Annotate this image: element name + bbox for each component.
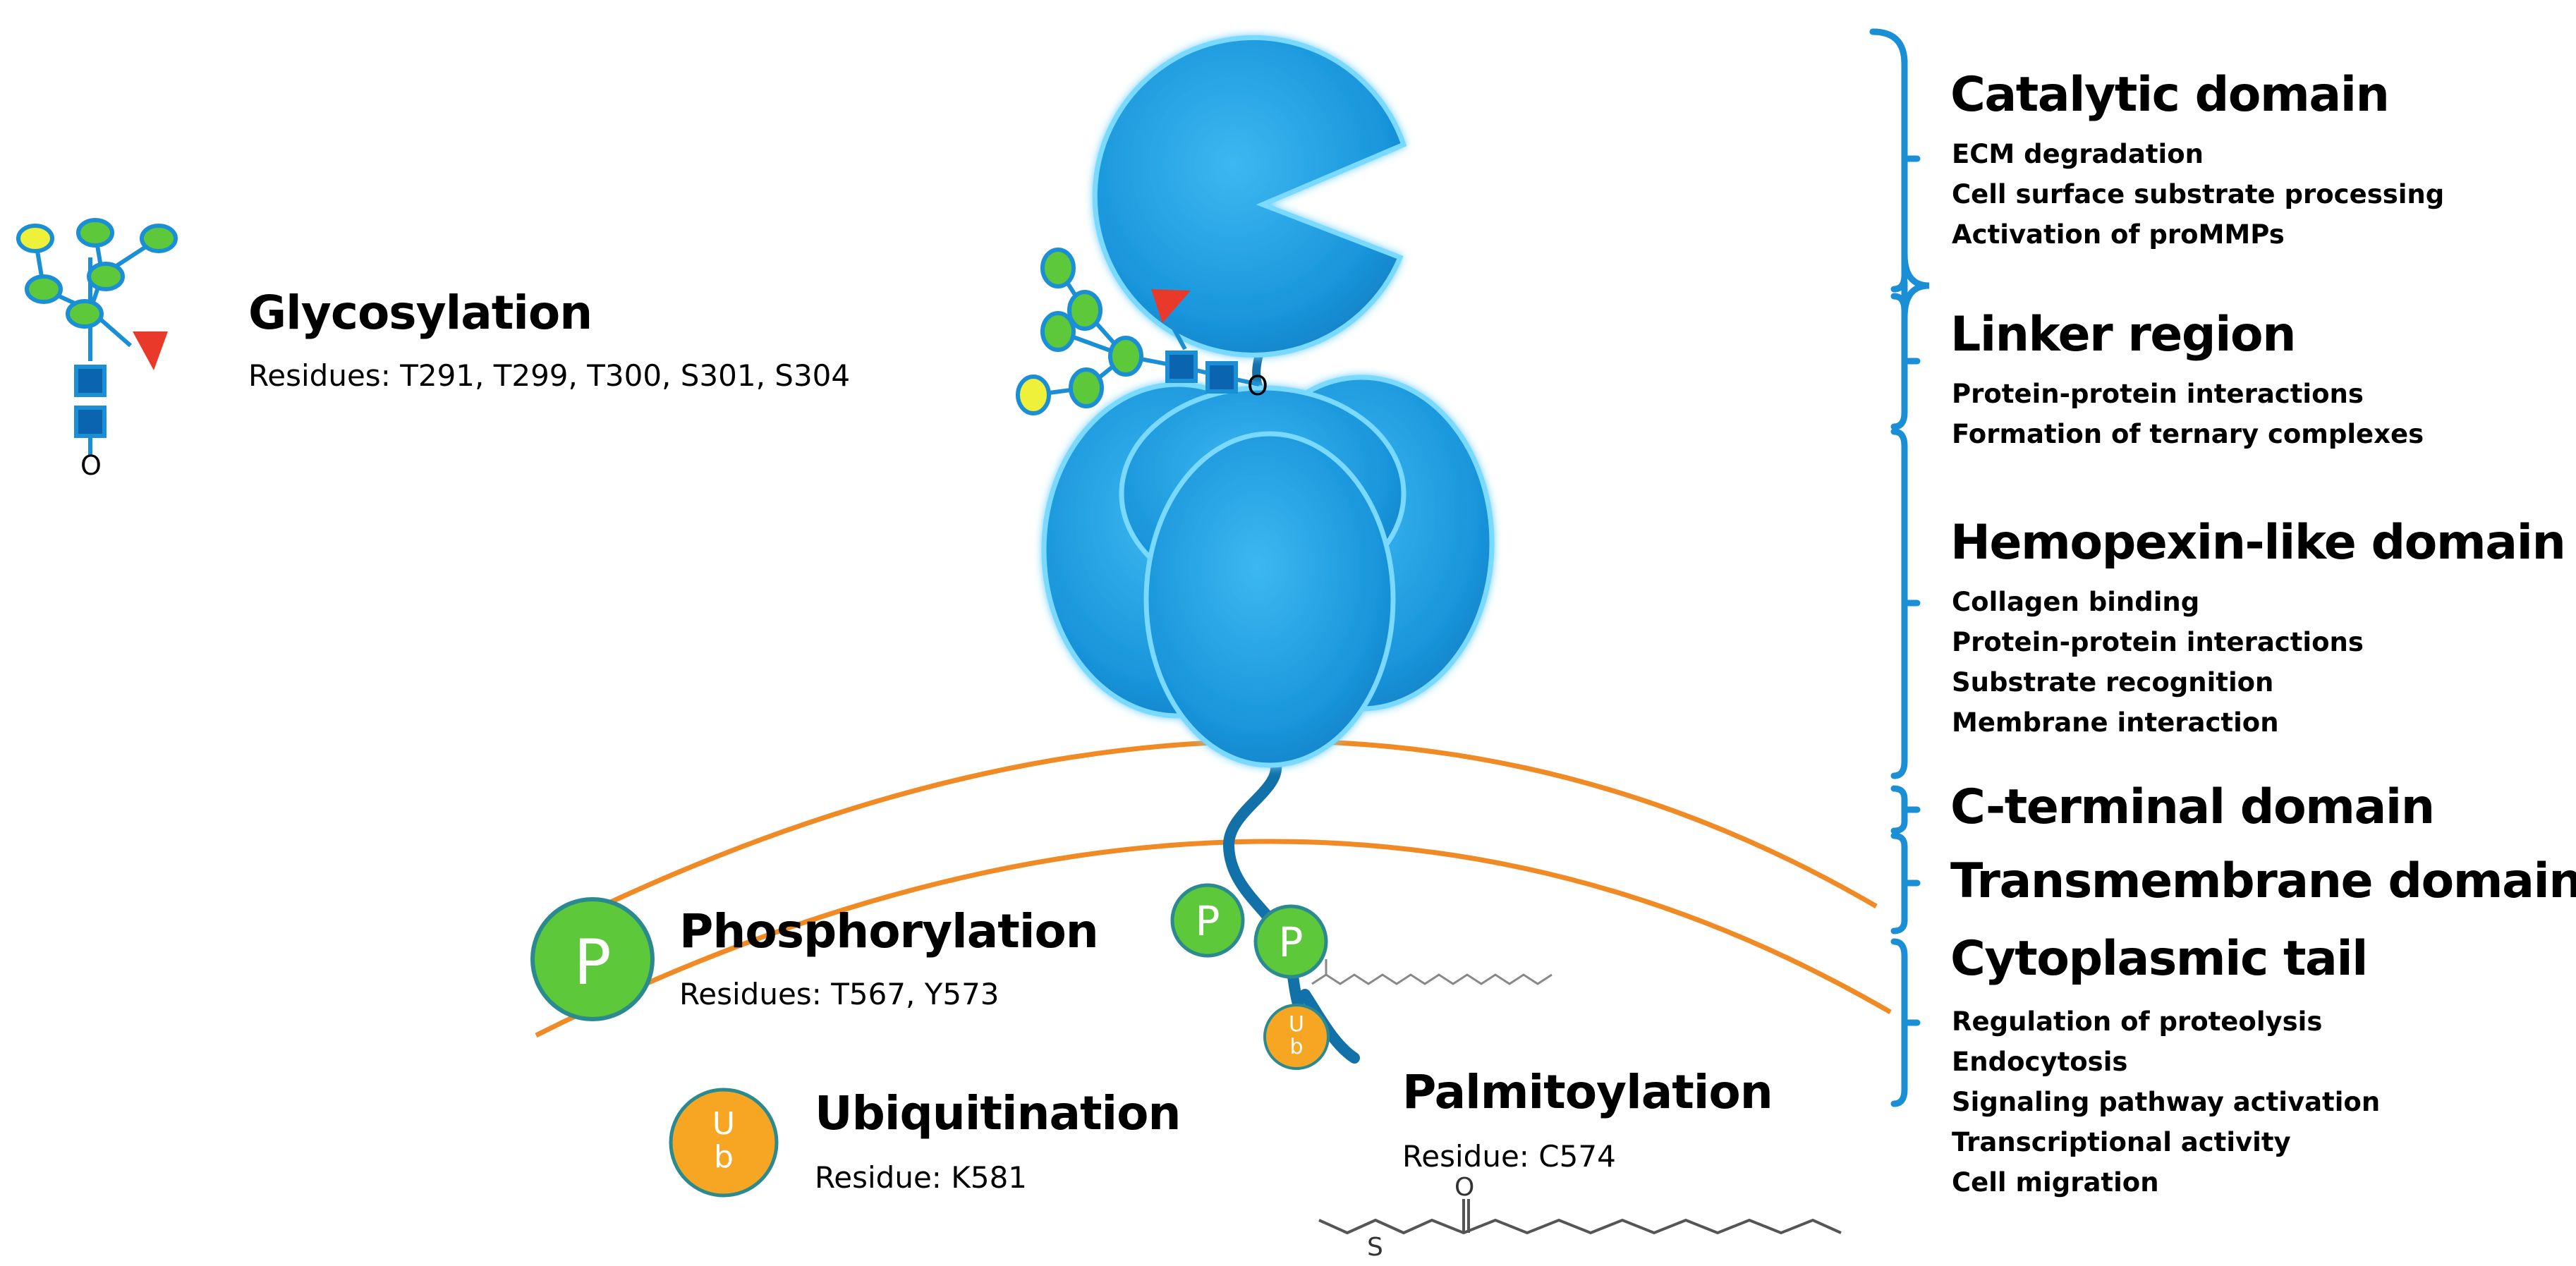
list-item: Endocytosis	[1952, 1047, 2128, 1077]
tail-palmitate	[1311, 973, 1553, 985]
legend-glycan-o: O	[80, 450, 102, 481]
bracket-catalytic	[1869, 28, 1930, 318]
hemopexin-domain-shape	[1041, 375, 1495, 768]
cytoplasmic-tail-title: Cytoplasmic tail	[1950, 931, 2368, 987]
ubiquitination-residues: Residue: K581	[815, 1160, 1028, 1195]
svg-text:U: U	[1289, 1012, 1304, 1037]
legend-glycan-icon	[16, 218, 178, 455]
list-item: Signaling pathway activation	[1952, 1087, 2381, 1117]
legend-phospho-icon: P	[530, 897, 655, 1021]
legend-thioester-o: O	[1454, 1173, 1474, 1202]
protein-tail	[1223, 756, 1311, 1021]
tail-phospho-2: P	[1253, 904, 1328, 979]
list-item: Cell surface substrate processing	[1952, 179, 2445, 209]
palmitoylation-residues: Residue: C574	[1402, 1139, 1616, 1174]
hemopexin-domain-functions: Collagen binding Protein-protein interac…	[1952, 582, 2364, 743]
attached-glycan	[1016, 248, 1260, 415]
svg-text:P: P	[573, 926, 611, 999]
catalytic-domain-functions: ECM degradation Cell surface substrate p…	[1952, 134, 2444, 255]
glycosylation-title: Glycosylation	[248, 286, 593, 340]
catalytic-domain-title: Catalytic domain	[1950, 67, 2390, 123]
legend-ubiquitin-icon: U b	[669, 1088, 779, 1198]
membrane-inner-line	[535, 839, 1892, 1038]
attached-glycan-o: O	[1247, 370, 1268, 401]
list-item: Membrane interaction	[1952, 707, 2279, 738]
legend-thioester-s: S	[1367, 1233, 1383, 1262]
list-item: Formation of ternary complexes	[1952, 419, 2424, 449]
legend-palmitoyl-chain	[1318, 1199, 1842, 1235]
list-item: Transcriptional activity	[1952, 1127, 2291, 1157]
list-item: Protein-protein interactions	[1952, 627, 2364, 657]
list-item: Regulation of proteolysis	[1952, 1006, 2323, 1037]
domain-brackets	[1869, 28, 1930, 1107]
ubiquitination-title: Ubiquitination	[815, 1086, 1181, 1140]
svg-text:b: b	[714, 1139, 734, 1175]
tail-ubiquitin: U b	[1263, 1004, 1330, 1070]
catalytic-domain-shape	[1092, 35, 1407, 358]
linker-region-functions: Protein-protein interactions Formation o…	[1952, 374, 2424, 454]
glycosylation-residues: Residues: T291, T299, T300, S301, S304	[248, 358, 851, 393]
phosphorylation-residues: Residues: T567, Y573	[679, 977, 1000, 1011]
palmitoylation-title: Palmitoylation	[1402, 1065, 1773, 1119]
svg-text:b: b	[1289, 1035, 1303, 1059]
list-item: Activation of proMMPs	[1952, 219, 2285, 250]
list-item: Protein-protein interactions	[1952, 379, 2364, 409]
tail-phospho-1: P	[1170, 883, 1245, 958]
list-item: Cell migration	[1952, 1167, 2159, 1198]
hemopexin-domain-title: Hemopexin-like domain	[1950, 515, 2566, 571]
phosphorylation-title: Phosphorylation	[679, 904, 1099, 958]
list-item: ECM degradation	[1952, 139, 2204, 169]
c-terminal-domain-title: C-terminal domain	[1950, 779, 2435, 835]
transmembrane-domain-title: Transmembrane domain	[1950, 853, 2576, 909]
svg-text:P: P	[1196, 897, 1220, 945]
svg-text:P: P	[1279, 918, 1304, 966]
linker-region-title: Linker region	[1950, 307, 2297, 363]
list-item: Collagen binding	[1952, 587, 2200, 617]
cytoplasmic-tail-functions: Regulation of proteolysis Endocytosis Si…	[1952, 1002, 2380, 1203]
list-item: Substrate recognition	[1952, 667, 2274, 698]
svg-text:U: U	[712, 1106, 735, 1142]
